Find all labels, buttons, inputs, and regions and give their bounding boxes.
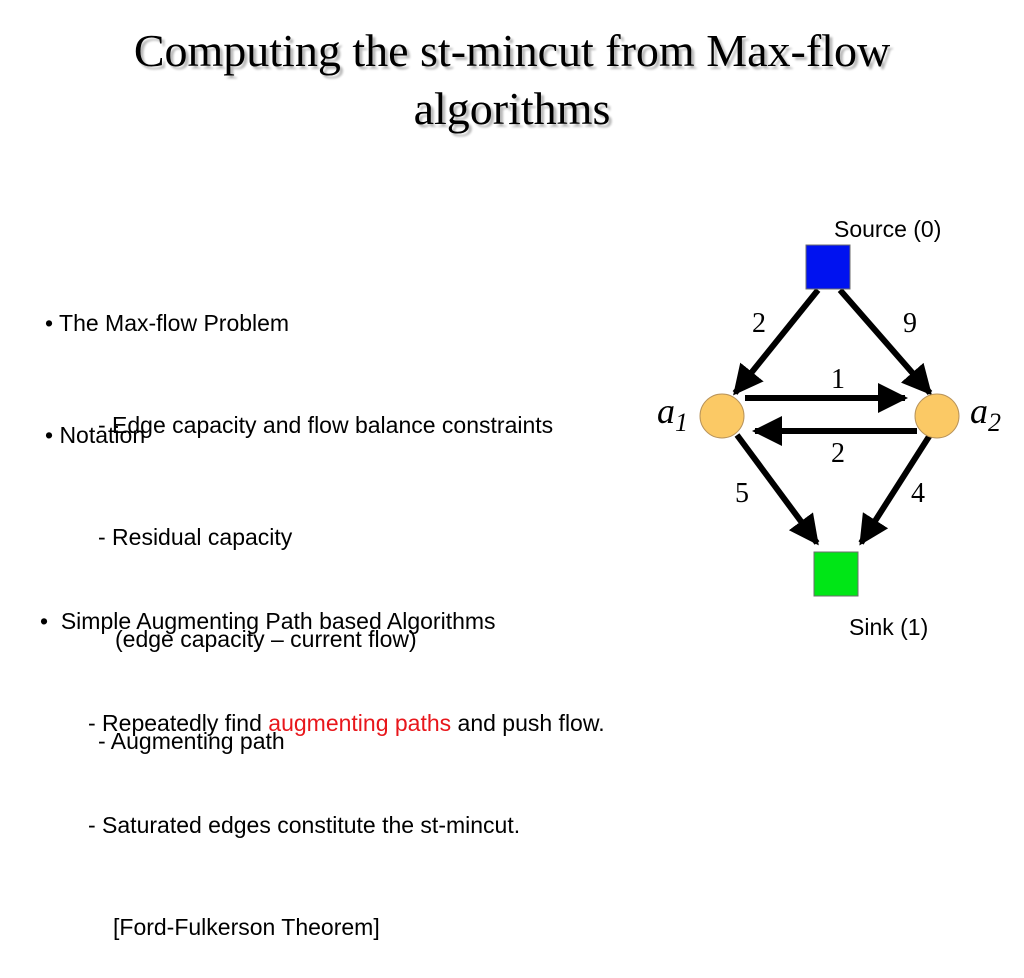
source-label: Source (0) xyxy=(834,216,942,242)
capacity-label-source-a2: 9 xyxy=(903,308,917,339)
flow-graph: 2 9 1 2 5 4 xyxy=(699,244,960,597)
highlighted-text: augmenting paths xyxy=(268,710,452,736)
node-a1 xyxy=(699,393,745,439)
edge-a1-sink xyxy=(734,433,820,546)
node-a1-label: a1 xyxy=(657,390,688,438)
capacity-label-a1-a2: 1 xyxy=(831,364,845,395)
bullet-heading: • Notation xyxy=(45,422,146,448)
capacity-label-source-a1: 2 xyxy=(752,308,766,339)
bullet-subitem: - Residual capacity xyxy=(98,524,293,550)
bullet-heading: • The Max-flow Problem xyxy=(45,310,290,336)
title-line-2: algorithms xyxy=(413,83,611,134)
node-letter: a xyxy=(970,391,988,431)
capacity-label-a2-sink: 4 xyxy=(911,478,925,509)
sink-label: Sink (1) xyxy=(849,614,929,640)
title-line-1: Computing the st-mincut from Max-flow xyxy=(133,25,891,76)
bullet-subitem: - Augmenting path xyxy=(98,728,285,754)
edge-a2-sink xyxy=(858,433,933,546)
edge-source-a2 xyxy=(837,288,933,396)
source-node xyxy=(805,244,851,290)
edge-source-a1 xyxy=(732,288,821,396)
slide-title: Computing the st-mincut from Max-flow al… xyxy=(60,22,964,138)
node-a2 xyxy=(914,393,960,439)
bullet-subitem: - Saturated edges constitute the st-minc… xyxy=(88,812,521,838)
node-index: 2 xyxy=(988,408,1001,437)
sink-node xyxy=(813,551,859,597)
bullet-heading: • Simple Augmenting Path based Algorithm… xyxy=(40,608,496,634)
bullet-notation: • Notation - Residual capacity (edge cap… xyxy=(45,350,417,792)
bullet-subitem: (edge capacity – current flow) xyxy=(115,626,417,652)
bullet-maxflow: • The Max-flow Problem - Edge capacity a… xyxy=(45,238,553,476)
node-a2-label: a2 xyxy=(970,390,1001,438)
bullet-subitem: - Repeatedly find augmenting paths and p… xyxy=(40,706,605,740)
subitem-text: and push flow. xyxy=(451,710,605,736)
node-index: 1 xyxy=(675,408,688,437)
capacity-label-a2-a1: 2 xyxy=(831,438,845,469)
subitem-text: - Repeatedly find xyxy=(88,710,269,736)
node-letter: a xyxy=(657,391,675,431)
capacity-label-a1-sink: 5 xyxy=(735,478,749,509)
bullet-subitem: [Ford-Fulkerson Theorem] xyxy=(113,914,380,940)
bullet-subitem: - Edge capacity and flow balance constra… xyxy=(98,412,554,438)
